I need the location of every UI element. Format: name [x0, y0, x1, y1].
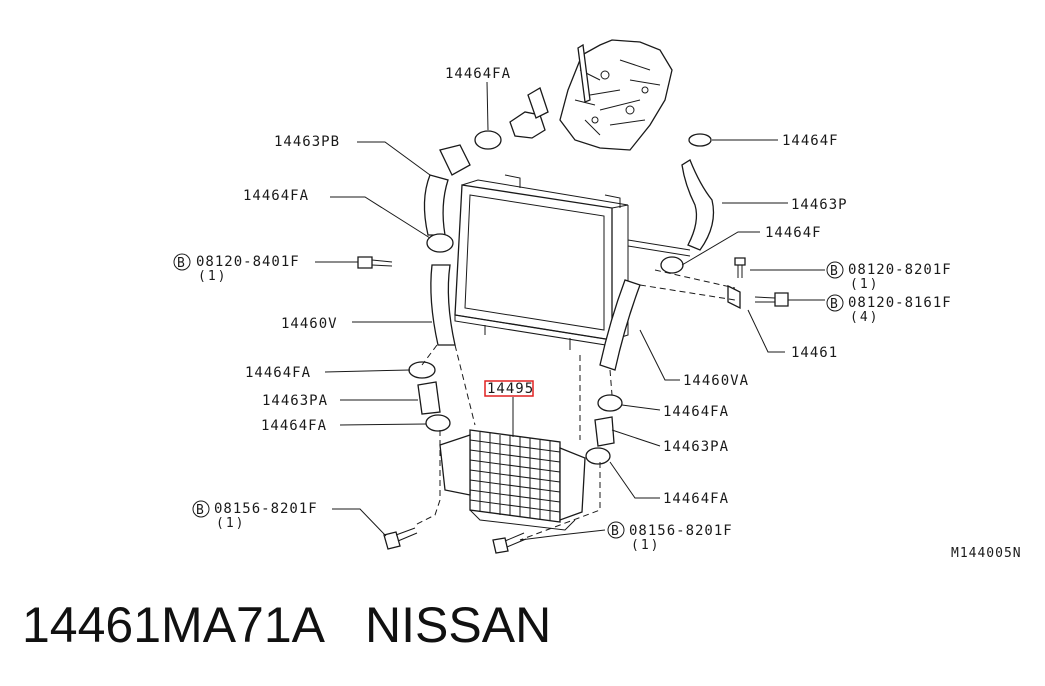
dashed-guides: [414, 269, 736, 541]
label-08156-8201f-right: 08156-8201F: [629, 523, 733, 539]
label-14463pb: 14463PB: [274, 134, 340, 150]
parts-diagram: 14464FA 14463PB 14464FA B 08120-8401F (1…: [173, 39, 1022, 561]
caption-brand: NISSAN: [365, 597, 552, 653]
label-08120-8401f-qty: (1): [198, 269, 227, 284]
bolt-marker-icon: [826, 294, 844, 312]
label-08120-8201f: 08120-8201F: [848, 262, 952, 278]
hoses-right: [599, 159, 715, 371]
label-14463pa-left: 14463PA: [262, 393, 328, 409]
engine-housing-part: [509, 39, 673, 151]
label-08120-8161f-qty: (4): [850, 310, 879, 325]
label-14464fa-top: 14464FA: [445, 66, 511, 82]
caption: 14461MA71A NISSAN: [22, 596, 591, 654]
label-center-part: 14495: [487, 381, 534, 397]
label-14464fa-4: 14464FA: [261, 418, 327, 434]
clamps: [408, 130, 712, 465]
label-14463p: 14463P: [791, 197, 848, 213]
label-08156-8201f-right-qty: (1): [631, 538, 660, 553]
caption-part-number: 14461MA71A: [22, 597, 326, 653]
label-14464fa-3: 14464FA: [245, 365, 311, 381]
radiator-part: [454, 174, 691, 350]
leader-lines: [315, 81, 825, 541]
highlight-box: [484, 380, 534, 397]
label-14464f-2: 14464F: [765, 225, 822, 241]
label-08120-8161f: 08120-8161F: [848, 295, 952, 311]
intercooler-part: [439, 429, 586, 531]
reference-code: M144005N: [951, 546, 1022, 561]
label-08156-8201f-left-qty: (1): [216, 516, 245, 531]
bolt-marker-letter: B: [830, 297, 840, 312]
bolt-marker-letter: B: [196, 503, 206, 518]
label-14464fa-r2: 14464FA: [663, 491, 729, 507]
bolt-marker-letter: B: [830, 264, 840, 279]
label-14461: 14461: [791, 345, 838, 361]
label-14460va: 14460VA: [683, 373, 749, 389]
label-14460v: 14460V: [281, 316, 338, 332]
label-08156-8201f-left: 08156-8201F: [214, 501, 318, 517]
bolt-marker-icon: [826, 261, 844, 279]
label-08120-8201f-qty: (1): [850, 277, 879, 292]
bolt-marker-icon: [192, 500, 210, 518]
label-14464fa-2: 14464FA: [243, 188, 309, 204]
bolts: [357, 256, 789, 554]
hoses-left: [423, 144, 471, 346]
bolt-marker-letter: B: [611, 524, 621, 539]
bolt-marker-icon: [173, 253, 191, 271]
label-14464f-top: 14464F: [782, 133, 839, 149]
bolt-marker-icon: [607, 521, 625, 539]
label-14463pa-right: 14463PA: [663, 439, 729, 455]
label-14464fa-r1: 14464FA: [663, 404, 729, 420]
label-08120-8401f: 08120-8401F: [196, 254, 300, 270]
bolt-marker-letter: B: [177, 256, 187, 271]
part-labels: 14464FA 14463PB 14464FA B 08120-8401F (1…: [173, 66, 1022, 561]
